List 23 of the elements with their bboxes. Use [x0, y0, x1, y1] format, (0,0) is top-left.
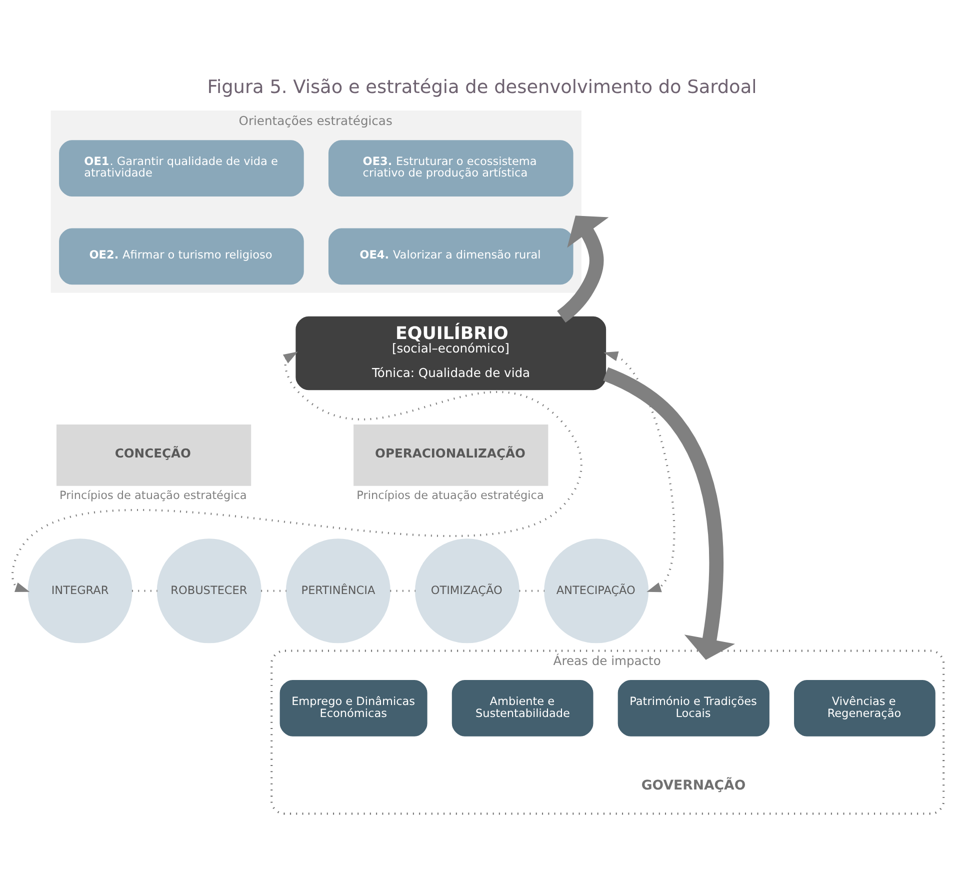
node-box: Ambiente e Sustentabilidade	[452, 680, 594, 736]
arrow	[557, 216, 609, 323]
arrow	[12, 352, 582, 592]
node-box: EQUILÍBRIO [social–económico] Tónica: Qualidade de vida	[296, 316, 606, 390]
node-box: CONCEÇÃO	[56, 424, 252, 486]
node-box: OE1. Garantir qualidade de vida e atratividade	[59, 140, 304, 197]
node-circle: OTIMIZAÇÃO	[415, 538, 520, 644]
diagram-title: Figura 5. Visão e estratégia de desenvolvimento do Sardoal	[207, 76, 757, 98]
node-box: OE2. Afirmar o turismo religioso	[59, 228, 304, 285]
node-box: Vivências e Regeneração	[794, 680, 936, 736]
arrow	[603, 367, 735, 660]
node-label: Princípios de atuação estratégica	[356, 489, 544, 502]
node-box: Emprego e Dinâmicas Económicas	[280, 680, 428, 736]
node-circle: INTEGRAR	[28, 538, 132, 644]
node-box: Património e Tradições Locais	[618, 680, 770, 736]
arrow	[604, 351, 676, 592]
node-circle: PERTINÊNCIA	[286, 538, 390, 644]
node-label: Princípios de atuação estratégica	[60, 489, 247, 502]
node-circle: ROBUSTECER	[156, 538, 262, 644]
node-box: OE3. Estruturar o ecossistema criativo de produção artística	[328, 140, 574, 197]
node-box: OE4. Valorizar a dimensão rural	[328, 228, 574, 285]
node-circle: ANTECIPAÇÃO	[544, 538, 649, 644]
node-box: OPERACIONALIZAÇÃO	[354, 424, 548, 486]
